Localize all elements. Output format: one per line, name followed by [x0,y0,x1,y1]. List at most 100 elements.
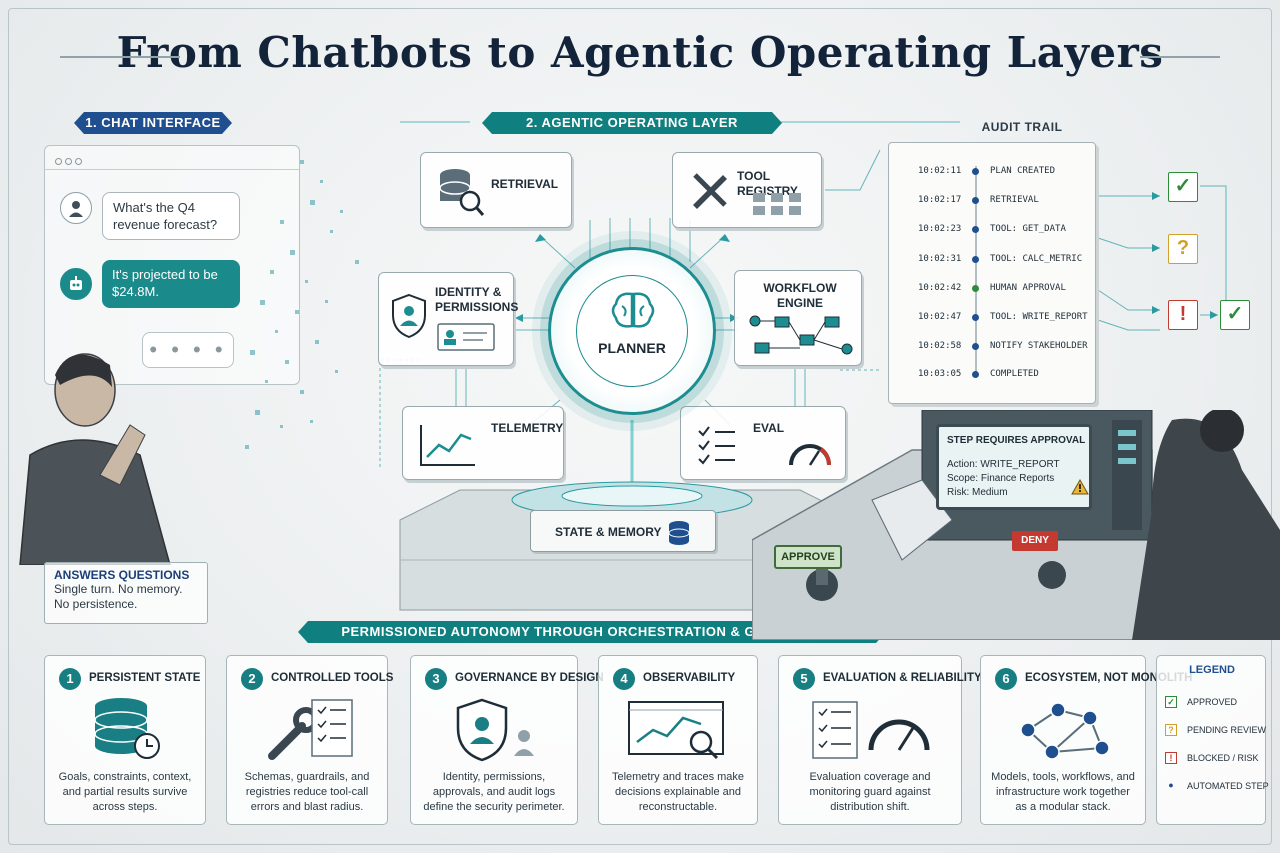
module-eval: EVAL [680,406,846,480]
module-workflow: WORKFLOW ENGINE [734,270,862,366]
brain-icon [611,292,655,328]
section-governance-banner: PERMISSIONED AUTONOMY THROUGH ORCHESTRAT… [298,621,886,643]
window-dot-icon [75,158,82,165]
chat-note: ANSWERS QUESTIONS Single turn. No memory… [44,562,208,624]
status-blocked-icon: ! [1168,300,1198,330]
card-evaluation: 5 EVALUATION & RELIABILITY Evaluation co… [778,655,982,825]
legend-label: APPROVED [1187,697,1238,707]
pending-icon: ? [1165,724,1177,736]
page-title: From Chatbots to Agentic Operating Layer… [116,28,1164,77]
card-title: PERSISTENT STATE [89,672,201,684]
module-eval-label: EVAL [753,421,785,435]
card-number: 5 [793,668,815,690]
automated-step-dot-icon [972,197,979,204]
legend-label: PENDING REVIEW [1187,725,1267,735]
audit-event: PLAN CREATED [990,166,1056,176]
card-title: CONTROLLED TOOLS [271,672,394,684]
audit-time: 10:02:23 [918,224,962,234]
approved-icon: ✓ [1165,696,1177,708]
card-title: OBSERVABILITY [643,672,736,684]
wrench-checklist-icon [268,699,353,760]
module-retrieval-label: RETRIEVAL [491,177,559,191]
id-card-icon [437,323,495,351]
card-description: Evaluation coverage and monitoring guard… [809,771,931,813]
audit-event: HUMAN APPROVAL [990,283,1066,293]
module-telemetry: TELEMETRY [402,406,564,480]
card-number: 2 [241,668,263,690]
dissolving-particles [245,160,359,449]
database-search-icon [439,169,485,216]
user-avatar-icon [60,192,92,224]
state-memory-label: STATE & MEMORY [555,525,662,539]
window-dot-icon [65,158,72,165]
legend-title: LEGEND [1189,664,1235,676]
audit-event: TOOL: GET_DATA [990,224,1066,234]
bot-message-bubble: It's projected to be $24.8M. [102,260,240,308]
automated-step-dot-icon [972,226,979,233]
audit-time: 10:02:47 [918,312,962,322]
card-title: ECOSYSTEM, NOT MONOLITH [1025,672,1193,684]
gauge-icon [789,444,831,466]
module-retrieval: RETRIEVAL [420,152,572,228]
database-icon [668,521,690,545]
frame-border [8,8,1272,845]
card-number: 4 [613,668,635,690]
card-number: 1 [59,668,81,690]
approval-screen: STEP REQUIRES APPROVAL Action: WRITE_REP… [936,424,1092,510]
tool-grid-icon [753,193,801,215]
title-rule-right [1140,56,1220,58]
status-approved-icon: ✓ [1220,300,1250,330]
checklist-icon [698,426,735,465]
card-description: Schemas, guardrails, and registries redu… [244,771,370,813]
module-identity: IDENTITY & PERMISSIONS [378,272,519,366]
card-number: 3 [425,668,447,690]
planner-label: PLANNER [598,340,666,356]
analyst-figure-icon [19,353,171,565]
workflow-diagram-icon [749,315,853,355]
approval-screen-title: STEP REQUIRES APPROVAL [947,435,1086,446]
section-chat-banner: 1. CHAT INTERFACE [74,112,232,134]
approve-button[interactable]: APPROVE [774,545,842,569]
automated-step-dot-icon [972,343,979,350]
chat-note-line: No persistence. [54,597,138,611]
status-pending-icon: ? [1168,234,1198,264]
chart-magnifier-icon [628,701,724,760]
card-title: GOVERNANCE BY DESIGN [455,672,604,684]
chat-note-title: ANSWERS QUESTIONS [54,568,190,582]
card-observability: 4 OBSERVABILITY Telemetry and traces mak… [598,655,758,825]
state-memory-box: STATE & MEMORY [530,510,716,552]
audit-event: NOTIFY STAKEHOLDER [990,341,1088,351]
card-description: Goals, constraints, context, and partial… [58,771,192,813]
automated-step-dot-icon [972,256,979,263]
blocked-icon: ! [1165,752,1177,764]
card-description: Identity, permissions, approvals, and au… [423,771,565,813]
audit-event: COMPLETED [990,369,1039,379]
audit-event: RETRIEVAL [990,195,1039,205]
user-message-bubble: What's the Q4 revenue forecast? [102,192,240,240]
section-agentic-banner: 2. AGENTIC OPERATING LAYER [482,112,782,134]
legend-label: BLOCKED / RISK [1187,753,1259,763]
automated-step-dot-icon [972,314,979,321]
audit-event: TOOL: CALC_METRIC [990,254,1083,264]
wrench-screwdriver-icon [693,173,727,209]
automated-step-dot-icon [972,168,979,175]
status-approved-icon: ✓ [1168,172,1198,202]
card-title: EVALUATION & RELIABILITY [823,672,982,684]
module-tool-registry: TOOL REGISTRY [672,152,822,228]
network-graph-icon [1020,702,1110,760]
shield-user-icon [392,293,426,339]
approval-action: Action: WRITE_REPORT [947,459,1060,470]
database-clock-icon [94,698,160,759]
deny-button[interactable]: DENY [1012,531,1058,551]
card-ecosystem: 6 ECOSYSTEM, NOT MONOLITH Models, tools,… [980,655,1192,825]
module-identity-label: IDENTITY & PERMISSIONS [435,285,519,314]
audit-time: 10:02:58 [918,341,962,351]
bot-avatar-icon [60,268,92,300]
card-number: 6 [995,668,1017,690]
warning-icon [1071,479,1089,495]
automated-step-dot-icon [972,371,979,378]
automated-step-icon: ● [1168,780,1174,790]
audit-time: 10:02:42 [918,283,962,293]
checklist-gauge-icon [812,701,930,759]
module-telemetry-label: TELEMETRY [491,421,564,435]
